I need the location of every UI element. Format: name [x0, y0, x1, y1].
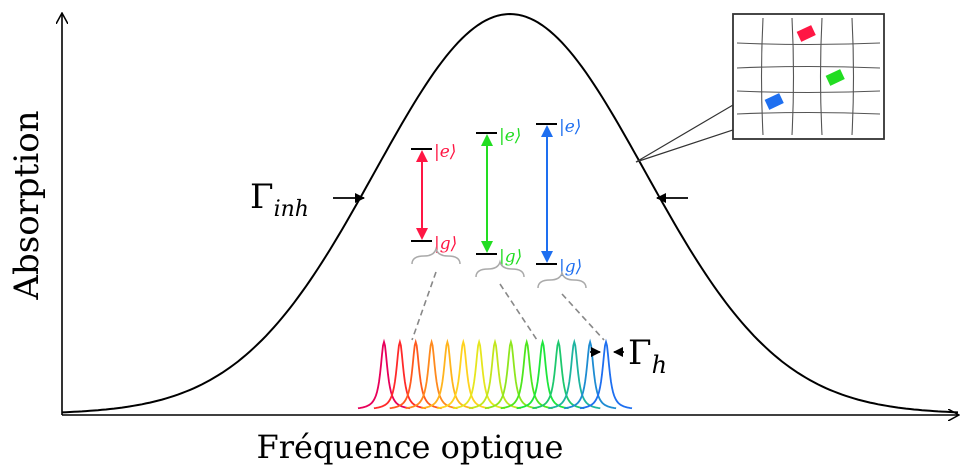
- dashed-connector-blue: [561, 293, 605, 341]
- inset-grid-line: [736, 111, 881, 115]
- homogeneous-line: [389, 338, 442, 410]
- homogeneous-line: [373, 338, 427, 410]
- ket-e-red: |e⟩: [434, 142, 456, 162]
- inset-ion-blue: [764, 93, 784, 110]
- ket-g-green: |g⟩: [499, 247, 522, 267]
- inset-callout-pointer: [635, 103, 734, 163]
- transition-arrowhead-down-blue: [541, 251, 553, 263]
- homogeneous-line: [484, 338, 538, 410]
- brace-red: [411, 246, 461, 265]
- ket-g-blue: |g⟩: [559, 257, 582, 277]
- homogeneous-line: [405, 338, 458, 410]
- homogeneous-line: [421, 338, 474, 410]
- inset-grid-line: [760, 17, 764, 136]
- homogeneous-line: [437, 338, 490, 410]
- homogeneous-line: [532, 338, 585, 410]
- transition-arrowhead-down-red: [416, 228, 428, 240]
- homogeneous-line: [452, 338, 506, 410]
- homogeneous-line: [357, 338, 411, 410]
- homogeneous-line: [563, 338, 617, 410]
- homogeneous-line: [579, 338, 633, 410]
- homogeneous-line: [500, 338, 553, 410]
- gamma-h-label: Γh: [628, 333, 667, 379]
- ket-g-red: |g⟩: [434, 234, 457, 254]
- ket-e-blue: |e⟩: [559, 117, 581, 137]
- inset-ion-red: [796, 25, 816, 42]
- inset-ion-green: [825, 69, 845, 86]
- transition-arrowhead-up-blue: [541, 125, 553, 137]
- gamma-inh-label: Γinh: [250, 177, 309, 222]
- homogeneous-lines: [357, 338, 633, 410]
- brace-green: [475, 259, 525, 278]
- homogeneous-line: [516, 338, 569, 410]
- level-system-red: |e⟩ |g⟩: [411, 142, 461, 265]
- level-system-blue: |e⟩ |g⟩: [536, 117, 587, 289]
- inset-grid-line: [736, 90, 881, 94]
- inset-grid-line: [736, 42, 881, 46]
- brace-blue: [537, 270, 587, 289]
- ket-e-green: |e⟩: [499, 126, 521, 146]
- level-system-green: |e⟩ |g⟩: [475, 126, 525, 278]
- inset-grid-line: [851, 17, 855, 136]
- x-axis-label: Fréquence optique: [257, 428, 564, 466]
- dashed-connector-green: [499, 283, 538, 341]
- homogeneous-line: [548, 338, 601, 410]
- transition-arrowhead-up-green: [481, 134, 493, 146]
- y-axis-label: Absorption: [7, 110, 47, 300]
- inset-grid-line: [819, 17, 823, 136]
- dashed-connector-red: [411, 271, 437, 341]
- inset-grid-line: [736, 65, 881, 69]
- transition-arrowhead-up-red: [416, 150, 428, 162]
- inset-crystal-grid: [736, 17, 881, 136]
- inset-grid-line: [791, 17, 795, 136]
- inhomogeneous-envelope: [61, 12, 959, 414]
- transition-arrowhead-down-green: [481, 241, 493, 253]
- homogeneous-line: [468, 338, 522, 410]
